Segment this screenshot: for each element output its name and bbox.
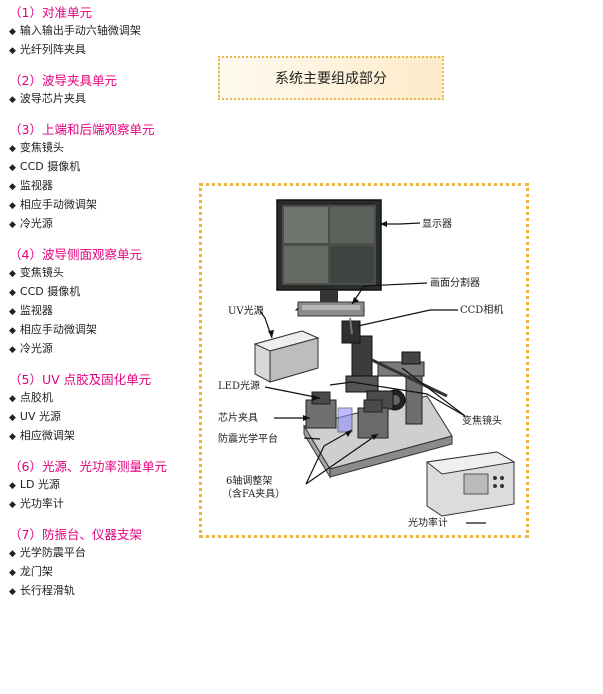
section-title: （5）UV 点胶及固化单元 bbox=[9, 372, 152, 387]
list-item: ◆CCD 摄像机 bbox=[9, 283, 199, 302]
uv-source-illustration bbox=[253, 330, 320, 383]
section-gap bbox=[9, 514, 199, 526]
diamond-bullet-icon: ◆ bbox=[9, 326, 16, 336]
system-diagram: 显示器 画面分割器 CCD相机 UV光源 LED光源 变焦镜头 芯片夹具 防震光… bbox=[218, 199, 516, 529]
diamond-bullet-icon: ◆ bbox=[9, 163, 16, 173]
diamond-bullet-icon: ◆ bbox=[9, 46, 16, 56]
list-item-label: UV 光源 bbox=[19, 410, 61, 423]
list-item: ◆变焦镜头 bbox=[9, 264, 199, 283]
list-item-label: 相应手动微调架 bbox=[19, 323, 97, 336]
label-table: 防震光学平台 bbox=[218, 432, 278, 445]
label-monitor: 显示器 bbox=[422, 218, 452, 230]
label-ccd: CCD相机 bbox=[460, 303, 503, 316]
list-item: ◆监视器 bbox=[9, 302, 199, 321]
system-diagram-frame: 显示器 画面分割器 CCD相机 UV光源 LED光源 变焦镜头 芯片夹具 防震光… bbox=[199, 183, 529, 538]
list-item: ◆光学防震平台 bbox=[9, 544, 199, 563]
list-item: ◆CCD 摄像机 bbox=[9, 158, 199, 177]
list-item: ◆相应微调架 bbox=[9, 427, 199, 446]
list-item-label: 监视器 bbox=[19, 304, 53, 317]
list-item: ◆监视器 bbox=[9, 177, 199, 196]
section-gap bbox=[9, 234, 199, 246]
list-item-label: 点胶机 bbox=[19, 391, 53, 404]
label-led: LED光源 bbox=[218, 379, 260, 392]
list-item: ◆相应手动微调架 bbox=[9, 321, 199, 340]
list-item: ◆长行程滑轨 bbox=[9, 582, 199, 601]
diamond-bullet-icon: ◆ bbox=[9, 432, 16, 442]
arrowheads bbox=[268, 221, 387, 440]
section-gap bbox=[9, 60, 199, 72]
label-mount-line2: （含FA夹具） bbox=[222, 487, 285, 500]
leader-lines bbox=[259, 222, 486, 524]
label-mount-line1: 6轴调整架 bbox=[226, 474, 272, 487]
component-list: （1）对准单元◆输入输出手动六轴微调架◆光纤列阵夹具（2）波导夹具单元◆波导芯片… bbox=[9, 4, 199, 601]
diamond-bullet-icon: ◆ bbox=[9, 587, 16, 597]
diamond-bullet-icon: ◆ bbox=[9, 481, 16, 491]
list-item: ◆LD 光源 bbox=[9, 476, 199, 495]
list-item: ◆相应手动微调架 bbox=[9, 196, 199, 215]
list-item: ◆龙门架 bbox=[9, 563, 199, 582]
list-item: ◆UV 光源 bbox=[9, 408, 199, 427]
label-uv: UV光源 bbox=[228, 304, 264, 317]
list-item-label: 相应手动微调架 bbox=[19, 198, 97, 211]
list-item-label: 光纤列阵夹具 bbox=[19, 43, 86, 56]
list-item: ◆波导芯片夹具 bbox=[9, 90, 199, 109]
list-item-label: 波导芯片夹具 bbox=[19, 92, 86, 105]
section-title: （4）波导侧面观察单元 bbox=[9, 247, 142, 262]
diamond-bullet-icon: ◆ bbox=[9, 394, 16, 404]
list-item: ◆光功率计 bbox=[9, 495, 199, 514]
list-item: ◆光纤列阵夹具 bbox=[9, 41, 199, 60]
list-item: ◆点胶机 bbox=[9, 389, 199, 408]
diamond-bullet-icon: ◆ bbox=[9, 568, 16, 578]
main-title: 系统主要组成部分 bbox=[218, 56, 444, 100]
label-splitter: 画面分割器 bbox=[430, 276, 480, 289]
diamond-bullet-icon: ◆ bbox=[9, 413, 16, 423]
diamond-bullet-icon: ◆ bbox=[9, 288, 16, 298]
diamond-bullet-icon: ◆ bbox=[9, 95, 16, 105]
list-item-label: 冷光源 bbox=[19, 217, 53, 230]
diamond-bullet-icon: ◆ bbox=[9, 201, 16, 211]
diamond-bullet-icon: ◆ bbox=[9, 549, 16, 559]
diamond-bullet-icon: ◆ bbox=[9, 27, 16, 37]
list-item-label: CCD 摄像机 bbox=[19, 285, 81, 298]
list-item-label: 输入输出手动六轴微调架 bbox=[19, 24, 141, 37]
list-item: ◆冷光源 bbox=[9, 340, 199, 359]
list-item: ◆变焦镜头 bbox=[9, 139, 199, 158]
monitor-illustration bbox=[276, 199, 382, 311]
label-chip: 芯片夹具 bbox=[218, 411, 258, 424]
list-item: ◆输入输出手动六轴微调架 bbox=[9, 22, 199, 41]
section-title: （6）光源、光功率测量单元 bbox=[9, 459, 167, 474]
diamond-bullet-icon: ◆ bbox=[9, 182, 16, 192]
list-item-label: 光功率计 bbox=[19, 497, 64, 510]
splitter-illustration bbox=[297, 301, 365, 317]
list-item-label: 变焦镜头 bbox=[19, 141, 64, 154]
power-meter-illustration bbox=[425, 451, 516, 517]
section-title: （7）防振台、仪器支架 bbox=[9, 527, 142, 542]
gantry-illustration bbox=[341, 317, 448, 425]
section-title: （3）上端和后端观察单元 bbox=[9, 122, 155, 137]
main-title-text: 系统主要组成部分 bbox=[275, 71, 387, 87]
section-title: （1）对准单元 bbox=[9, 5, 92, 20]
list-item: ◆冷光源 bbox=[9, 215, 199, 234]
label-zoom: 变焦镜头 bbox=[462, 414, 502, 427]
label-power-meter: 光功率计 bbox=[408, 516, 448, 529]
list-item-label: 变焦镜头 bbox=[19, 266, 64, 279]
diamond-bullet-icon: ◆ bbox=[9, 307, 16, 317]
list-item-label: LD 光源 bbox=[19, 478, 61, 491]
diamond-bullet-icon: ◆ bbox=[9, 345, 16, 355]
diamond-bullet-icon: ◆ bbox=[9, 220, 16, 230]
list-item-label: 光学防震平台 bbox=[19, 546, 86, 559]
section-gap bbox=[9, 446, 199, 458]
list-item-label: 相应微调架 bbox=[19, 429, 75, 442]
section-gap bbox=[9, 359, 199, 371]
list-item-label: 长行程滑轨 bbox=[19, 584, 75, 597]
diamond-bullet-icon: ◆ bbox=[9, 144, 16, 154]
list-item-label: CCD 摄像机 bbox=[19, 160, 81, 173]
list-item-label: 冷光源 bbox=[19, 342, 53, 355]
diamond-bullet-icon: ◆ bbox=[9, 500, 16, 510]
list-item-label: 监视器 bbox=[19, 179, 53, 192]
section-title: （2）波导夹具单元 bbox=[9, 73, 117, 88]
diamond-bullet-icon: ◆ bbox=[9, 269, 16, 279]
section-gap bbox=[9, 109, 199, 121]
list-item-label: 龙门架 bbox=[19, 565, 53, 578]
